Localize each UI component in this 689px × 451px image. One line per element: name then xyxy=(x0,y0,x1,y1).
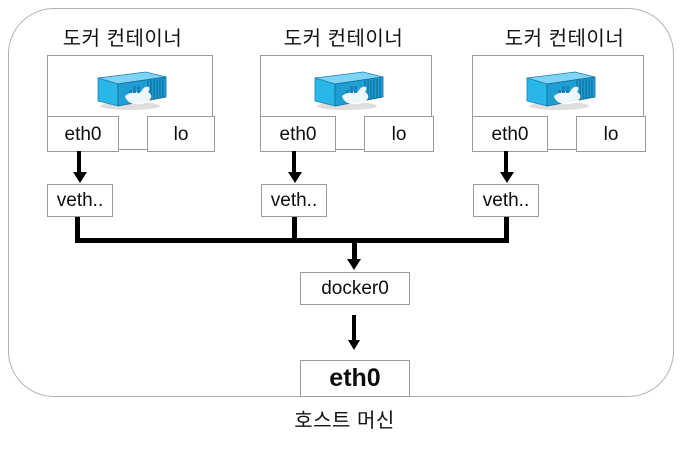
connector-docker0-eth0 xyxy=(352,315,356,341)
veth-box-3: veth.. xyxy=(473,184,539,217)
container-title-2: 도커 컨테이너 xyxy=(283,28,404,50)
container-title-1: 도커 컨테이너 xyxy=(62,28,183,50)
host-machine-label: 호스트 머신 xyxy=(294,410,395,432)
host-nic-eth0-box: eth0 xyxy=(300,360,410,397)
interface-lo-3: lo xyxy=(576,116,646,152)
bridge-docker0-box: docker0 xyxy=(300,272,410,305)
connector-veth3-bus xyxy=(504,217,509,243)
container-title-3: 도커 컨테이너 xyxy=(504,28,625,50)
interface-lo-1: lo xyxy=(147,116,215,152)
arrowhead-eth0-veth-3 xyxy=(500,172,514,183)
interface-eth0-2: eth0 xyxy=(260,116,336,152)
connector-bus-docker0 xyxy=(352,238,357,260)
connector-veth2-bus xyxy=(292,217,297,243)
bridge-bus-line xyxy=(75,238,509,243)
docker-container-icon xyxy=(90,64,170,112)
interface-eth0-3: eth0 xyxy=(472,116,548,152)
connector-eth0-veth-3 xyxy=(504,151,508,173)
arrowhead-docker0-eth0 xyxy=(348,340,360,350)
arrowhead-bus-docker0 xyxy=(347,259,361,270)
container-box-1: eth0 lo xyxy=(47,55,215,152)
connector-veth1-bus xyxy=(75,217,80,243)
interface-eth0-1: eth0 xyxy=(47,116,119,152)
connector-eth0-veth-1 xyxy=(77,151,81,173)
connector-eth0-veth-2 xyxy=(292,151,296,173)
container-box-2: eth0 lo xyxy=(260,55,434,152)
arrowhead-eth0-veth-2 xyxy=(288,172,302,183)
docker-container-icon xyxy=(519,64,599,112)
veth-box-1: veth.. xyxy=(47,184,113,217)
docker-container-icon xyxy=(307,64,387,112)
interface-lo-2: lo xyxy=(364,116,434,152)
veth-box-2: veth.. xyxy=(261,184,327,217)
container-box-3: eth0 lo xyxy=(472,55,646,152)
arrowhead-eth0-veth-1 xyxy=(73,172,87,183)
